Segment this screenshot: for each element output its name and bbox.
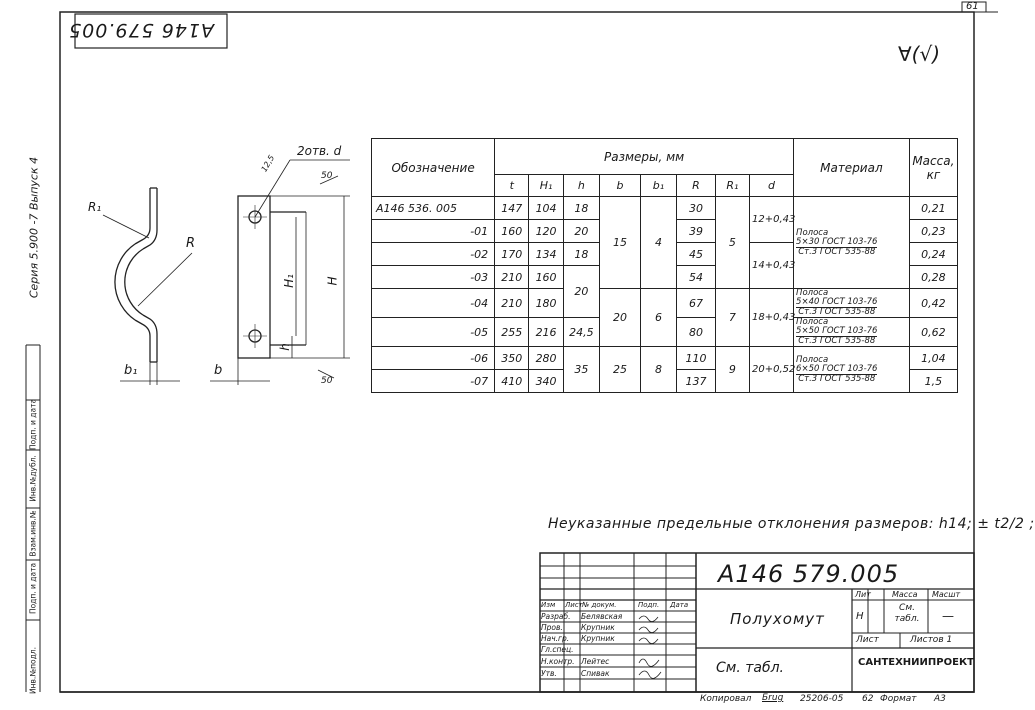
lit-value: Н: [856, 611, 864, 622]
footer-format: А3: [934, 694, 946, 704]
th-b: b: [599, 174, 641, 197]
surface-finish-mark: ∀(√): [898, 42, 941, 66]
footer-number: 25206-05: [800, 694, 844, 704]
label-r1: R₁: [88, 200, 102, 214]
role-name: Спивак: [581, 669, 610, 678]
margin-label-inv-podl: Инв.№подл.: [28, 647, 38, 694]
col-head-date: Дата: [670, 601, 689, 609]
th-b1: b₁: [639, 174, 678, 197]
role-label: Гл.спец.: [541, 645, 574, 654]
th-material: Материал: [793, 138, 910, 197]
col-head-doc: № докум.: [582, 601, 617, 609]
material-4: Полоса 6×50 ГОСТ 103-76 Ст.3 ГОСТ 535-88: [793, 346, 910, 393]
col-head-list: Лист: [565, 601, 583, 609]
series-label: Серия 5.900 -7 Выпуск 4: [27, 156, 41, 299]
tolerance-note: Неуказанные предельные отклонения размер…: [548, 516, 1035, 532]
table-row: -03 210 160 20 54 0,28: [370, 265, 959, 318]
part-name: Полухомут: [730, 610, 825, 628]
role-label: Разраб.: [541, 612, 571, 621]
footer-page: 62: [862, 694, 874, 704]
label-h-big: H: [325, 276, 340, 286]
footer-copied: Копировал: [700, 694, 752, 704]
label-r: R: [186, 236, 196, 251]
mass-header: Масса: [892, 590, 918, 599]
col-head-sign: Подп.: [638, 601, 660, 609]
material-3: Полоса 5×50 ГОСТ 103-76 Ст.3 ГОСТ 535-88: [793, 317, 910, 347]
table-row: -06 350 280 35 25 8 110 9 20+0,52 Полоса…: [370, 346, 959, 393]
scale-value: —: [942, 609, 954, 623]
clamp-front-view: [237, 195, 307, 359]
th-t: t: [494, 174, 530, 197]
role-label: Утв.: [541, 669, 557, 678]
material-reference: См. табл.: [716, 660, 785, 676]
th-h: h: [562, 174, 601, 197]
th-r1: R₁: [714, 174, 751, 197]
label-holes: 2отв. d: [297, 144, 342, 158]
drawing-sheet: [25, 1, 998, 693]
footer-signature: Бrug: [762, 693, 784, 703]
code-stamp-box: [74, 13, 228, 49]
signatures-icon: [638, 615, 662, 679]
title-code: А146 579.005: [718, 560, 900, 588]
sheet-label: Лист: [856, 635, 879, 645]
label-b: b: [214, 363, 223, 378]
margin-label-vzam: Взам.инв.№: [28, 510, 38, 557]
role-label: Н.контр.: [541, 657, 575, 666]
footer-format-label: Формат: [880, 694, 917, 704]
table-row: -07 410 340 137 1,5: [370, 369, 959, 393]
clamp-side-view: [114, 187, 158, 363]
sheet-number: 61: [966, 1, 979, 12]
mass-value: См. табл.: [894, 603, 920, 624]
table-row: -02 170 134 18 45 14+0,43 0,24: [370, 242, 959, 289]
th-r: R: [676, 174, 716, 197]
role-name: Белявская: [581, 612, 623, 621]
role-name: Лейтес: [581, 657, 610, 666]
th-designation: Обозначение: [370, 138, 496, 197]
clamp-front-dimensions: [210, 159, 350, 385]
role-label: Пров.: [541, 623, 563, 632]
code-stamp: А146 579.005: [68, 19, 214, 41]
material-1: Полоса 5×30 ГОСТ 103-76 Ст.3 ГОСТ 535-88: [793, 196, 910, 289]
table-row: -05 255 216 24,5 80 Полоса 5×50 ГОСТ 103…: [370, 317, 959, 347]
label-h-small: h: [277, 343, 292, 351]
th-sizes: Размеры, мм: [494, 138, 795, 175]
material-2: Полоса 5×40 ГОСТ 103-76 Ст.3 ГОСТ 535-88: [793, 288, 910, 318]
role-name: Крупник: [581, 634, 615, 643]
label-50-top: 50: [321, 171, 333, 181]
th-d: d: [749, 174, 795, 197]
label-h1: H₁: [281, 274, 296, 288]
title-block-grid: [539, 552, 975, 693]
spec-table: Обозначение Размеры, мм Материал Масса, …: [370, 138, 959, 393]
table-row: А146 536. 005 147 104 18 15 4 30 5 12+0,…: [370, 196, 959, 289]
table-row: -04 210 180 20 6 67 7 18+0,43 Полоса 5×4…: [370, 288, 959, 347]
scale-header: Масшт: [932, 590, 961, 599]
organization: САНТЕХНИИПРОЕКТ: [858, 657, 974, 668]
clamp-side-dimensions: [102, 214, 193, 385]
label-b1: b₁: [124, 363, 138, 378]
lit-header: Лит: [855, 590, 871, 599]
margin-label-sign-date-1: Подп. и дата: [28, 562, 38, 615]
role-label: Нач.гр.: [541, 634, 570, 643]
sheets-label: Листов 1: [910, 635, 953, 645]
margin-label-sign-date-2: Подп. и дата: [28, 398, 38, 451]
col-head-izm: Изм: [541, 601, 556, 609]
label-50-bottom: 50: [321, 376, 333, 386]
th-h1: H₁: [528, 174, 564, 197]
th-mass: Масса, кг: [908, 138, 959, 197]
role-name: Крупник: [581, 623, 615, 632]
